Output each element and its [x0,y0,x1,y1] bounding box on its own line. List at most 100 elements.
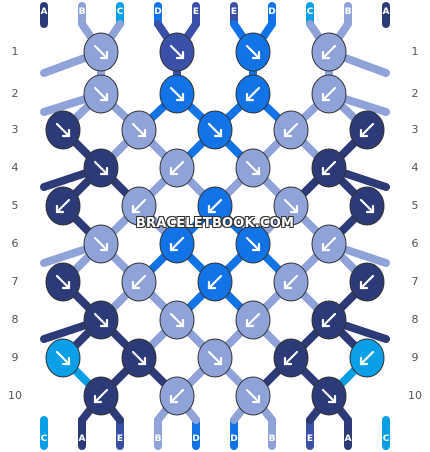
bottom-strand-label: C [40,434,48,444]
knot [311,74,347,114]
arrow-down-left-icon [169,388,185,404]
arrow-down-left-icon [93,388,109,404]
arrow-down-left-icon [283,274,299,290]
arrow-down-right-icon [169,312,185,328]
knot [83,32,119,72]
arrow-down-right-icon [359,198,375,214]
bottom-strand-label: D [230,434,238,444]
knot [159,148,195,188]
arrow-down-left-icon [321,44,337,60]
knot [273,338,309,378]
arrow-down-left-icon [55,198,71,214]
arrow-down-left-icon [131,274,147,290]
arrow-down-right-icon [207,122,223,138]
knot [159,376,195,416]
arrow-down-left-icon [359,350,375,366]
row-number-right: 2 [411,87,419,100]
knot [349,338,385,378]
row-number-right: 4 [411,161,419,174]
knot [121,110,157,150]
knot [311,148,347,188]
top-strand-label: A [40,7,48,17]
row-number-right: 1 [411,45,419,58]
row-number-left: 5 [11,199,19,212]
knot [273,186,309,226]
row-number-left: 8 [11,313,19,326]
arrow-down-right-icon [169,44,185,60]
arrow-down-left-icon [283,350,299,366]
bottom-strand-label: D [192,434,200,444]
row-number-right: 9 [411,351,419,364]
arrow-down-right-icon [93,160,109,176]
knot [83,300,119,340]
arrow-down-left-icon [245,312,261,328]
knot [273,110,309,150]
knot [121,338,157,378]
arrow-down-right-icon [245,236,261,252]
knot [235,300,271,340]
watermark: BRACELETBOOK.COM [135,216,295,231]
knot [159,300,195,340]
knot [45,186,81,226]
arrow-down-right-icon [93,44,109,60]
arrow-down-right-icon [93,312,109,328]
knot [45,262,81,302]
arrow-down-left-icon [169,236,185,252]
top-strand-label: B [78,7,86,17]
knot [311,32,347,72]
bottom-strand-label: A [78,434,86,444]
arrow-down-right-icon [93,86,109,102]
top-strand-label: D [268,7,276,17]
top-strand-label: E [230,7,238,17]
arrow-down-left-icon [207,198,223,214]
knot [311,376,347,416]
row-number-right: 5 [411,199,419,212]
knot [83,376,119,416]
knot [83,74,119,114]
row-number-right: 3 [411,123,419,136]
knot [45,338,81,378]
top-strand-label: C [306,7,314,17]
knot [235,224,271,264]
knot [311,224,347,264]
row-number-left: 6 [11,237,19,250]
knot [83,148,119,188]
arrow-down-right-icon [131,122,147,138]
arrow-down-right-icon [245,44,261,60]
knot [159,74,195,114]
arrow-down-left-icon [245,86,261,102]
row-number-left: 7 [11,275,19,288]
knot [235,148,271,188]
row-number-right: 10 [408,389,422,402]
arrow-down-right-icon [321,388,337,404]
row-number-right: 6 [411,237,419,250]
knot [159,224,195,264]
top-strand-label: D [154,7,162,17]
row-number-right: 8 [411,313,419,326]
top-strand-label: A [382,7,390,17]
bottom-strand-label: E [116,434,124,444]
row-number-right: 7 [411,275,419,288]
arrow-down-left-icon [321,160,337,176]
arrow-down-left-icon [321,236,337,252]
knot [235,32,271,72]
bottom-strand-label: E [306,434,314,444]
row-number-left: 4 [11,161,19,174]
arrow-down-left-icon [359,274,375,290]
bottom-strand-label: B [268,434,276,444]
arrow-down-right-icon [131,350,147,366]
arrow-down-right-icon [207,350,223,366]
arrow-down-left-icon [359,122,375,138]
row-number-left: 3 [11,123,19,136]
arrow-down-right-icon [169,86,185,102]
bottom-strand-label: A [344,434,352,444]
knot [349,186,385,226]
arrow-down-right-icon [55,122,71,138]
knot [197,186,233,226]
knot [121,262,157,302]
arrow-down-right-icon [283,198,299,214]
arrow-down-left-icon [321,86,337,102]
arrow-down-right-icon [245,160,261,176]
knot [349,110,385,150]
